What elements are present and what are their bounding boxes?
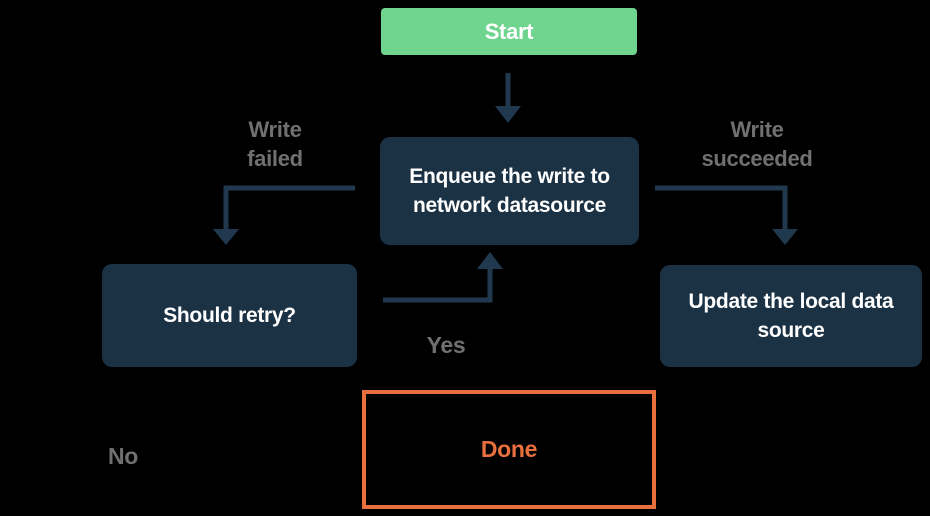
edge-label-yes: Yes xyxy=(426,332,466,358)
node-start: Start xyxy=(381,8,637,55)
node-update-local-source: Update the local data source xyxy=(660,265,922,367)
arrow-start-to-enqueue xyxy=(495,73,521,123)
node-should-retry: Should retry? xyxy=(102,264,357,367)
edge-label-write-succeeded: Write succeeded xyxy=(701,117,813,171)
node-done: Done xyxy=(362,390,656,509)
arrow-yes-to-enqueue xyxy=(383,252,503,303)
arrow-enqueue-to-update-local xyxy=(655,185,798,245)
node-enqueue-write: Enqueue the write to network datasource xyxy=(380,137,639,245)
edge-label-write-failed: Write failed xyxy=(247,117,303,171)
arrow-enqueue-to-should-retry xyxy=(213,185,355,245)
edge-label-no: No xyxy=(107,443,139,469)
